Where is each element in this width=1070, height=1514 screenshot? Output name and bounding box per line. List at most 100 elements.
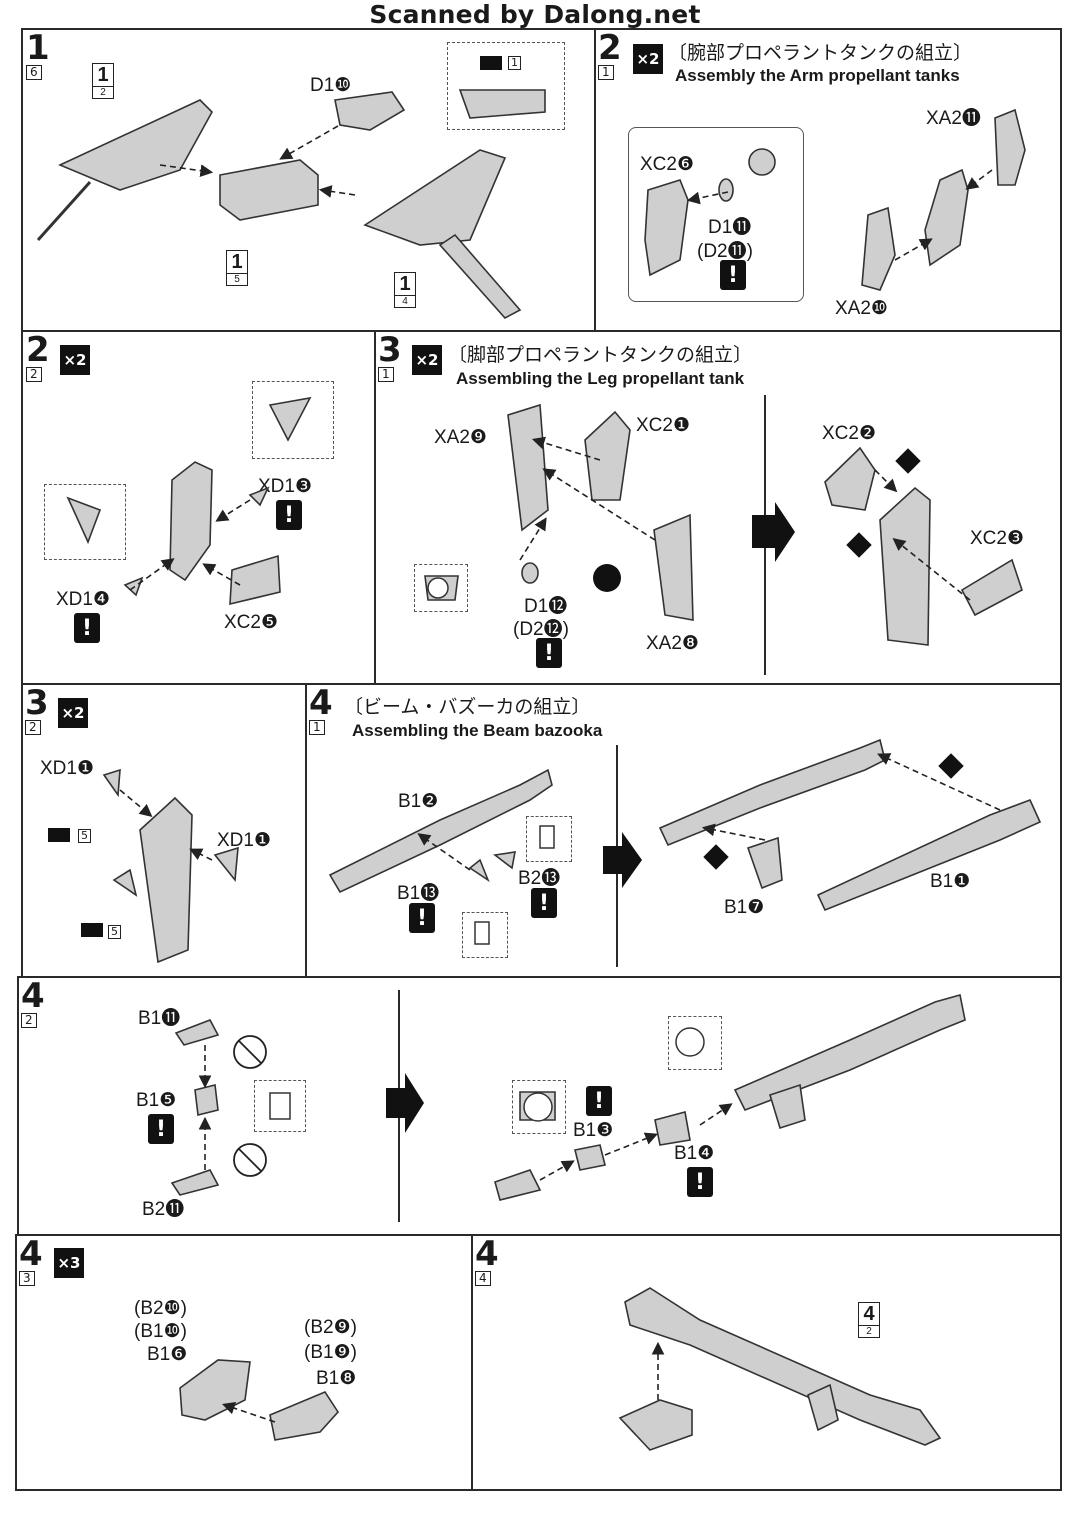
- detail-inset-2-2b: [44, 484, 126, 560]
- leg-tank-xa2-8: [653, 513, 694, 621]
- leg-tank-xc2-3: [960, 558, 1023, 617]
- detail-inset-4-2b: [512, 1080, 566, 1134]
- sequence-marker-2: [938, 753, 964, 779]
- warning-icon: !: [531, 888, 557, 918]
- arm-tank-assembled: [924, 168, 969, 267]
- leg-fin-step-3-2: [139, 796, 193, 964]
- warning-icon: !: [720, 260, 746, 290]
- ref-tag-5b: 5: [108, 925, 121, 939]
- part-label-b1-2: B1❷: [398, 791, 439, 812]
- step-title-en: Assembling the Beam bazooka: [352, 721, 603, 740]
- multiplier-badge: ×3: [54, 1248, 84, 1278]
- scan-credit: Scanned by Dalong.net: [369, 0, 701, 29]
- detail-inset-2-1: [628, 127, 804, 302]
- next-arrow-icon: [603, 832, 642, 888]
- multiplier-badge: ×2: [412, 345, 442, 375]
- wing-left-part: [58, 99, 213, 191]
- multiplier-badge: ×2: [60, 345, 90, 375]
- bazooka-assembled-step-4-2: [733, 993, 966, 1112]
- part-label-d2-11: (D2⓫): [697, 241, 753, 262]
- part-label-d1-12: D1⓬: [524, 596, 568, 617]
- part-label-xc2-6: XC2❻: [640, 154, 694, 175]
- part-label-b1-1: B1❶: [930, 871, 971, 892]
- leg-tank-xa2-9: [507, 403, 549, 532]
- sequence-marker-1: [703, 844, 729, 870]
- part-label-b1-3: B1❸: [573, 1120, 614, 1141]
- multiplier-badge: ×2: [58, 698, 88, 728]
- part-label-xc2-2: XC2❷: [822, 423, 876, 444]
- part-label-xd1-1a: XD1❶: [40, 758, 94, 779]
- step-title-en: Assembling the Leg propellant tank: [456, 369, 745, 388]
- part-label-d1-11: D1⓫: [708, 217, 752, 238]
- part-label-b2-13: B2⓭: [518, 868, 561, 889]
- leg-fin-main: [169, 461, 213, 582]
- part-label-b1-13: B1⓭: [397, 883, 440, 904]
- warning-icon: !: [276, 500, 302, 530]
- grip-part-b1-7: [746, 836, 783, 890]
- part-label-xa2-10: XA2❿: [835, 298, 888, 319]
- part-label-xd1-4: XD1❹: [56, 589, 110, 610]
- next-arrow-icon: [752, 502, 795, 562]
- inset-ref-1: 1: [508, 56, 521, 70]
- step-title-jp: 〔脚部プロペラントタンクの組立〕: [448, 344, 753, 366]
- step-title-jp: 〔ビーム・バズーカの組立〕: [344, 696, 591, 718]
- warning-icon: !: [586, 1086, 612, 1116]
- warning-icon: !: [687, 1167, 713, 1197]
- part-label-xa2-11: XA2⓫: [926, 108, 981, 129]
- sequence-marker-1: [895, 448, 921, 474]
- part-label-b1-8: B1❽: [316, 1368, 357, 1389]
- next-arrow-icon: [386, 1073, 424, 1133]
- wing-right-part: [363, 149, 507, 246]
- warning-icon: !: [148, 1114, 174, 1144]
- detail-inset-1: [447, 42, 565, 130]
- leg-tank-xc2-2: [824, 446, 876, 511]
- part-label-xc2-3: XC2❸: [970, 528, 1024, 549]
- detail-inset-4-1b: [462, 912, 508, 958]
- small-part-xc2-5: [229, 554, 281, 606]
- detail-inset-3-1: [414, 564, 468, 612]
- detail-inset-4-2c: [668, 1016, 722, 1070]
- part-label-b1-4: B1❹: [674, 1143, 715, 1164]
- ref-tag-5a: 5: [78, 829, 91, 843]
- part-label-xa2-8: XA2❽: [646, 633, 699, 654]
- part-label-xc2-5: XC2❺: [224, 612, 278, 633]
- part-label-d1-10: D1❿: [310, 75, 352, 96]
- detail-inset-4-2a: [254, 1080, 306, 1132]
- part-label-b2-11: B2⓫: [142, 1199, 185, 1220]
- arm-tank-outer-a: [994, 108, 1026, 186]
- leg-tank-assembled: [879, 486, 931, 646]
- sight-part-b1-6: [179, 1359, 251, 1421]
- part-label-b1-9: (B1❾): [304, 1342, 357, 1363]
- warning-icon: !: [536, 638, 562, 668]
- bazooka-barrel-b1-1: [816, 798, 1042, 912]
- prohibited-icon: [233, 1035, 267, 1069]
- part-label-d2-12: (D2⓬): [513, 619, 569, 640]
- sequence-marker-2: [846, 532, 872, 558]
- leg-tank-xc2-1: [584, 410, 631, 501]
- part-label-b2-10: (B2❿): [134, 1298, 187, 1319]
- sight-final: [618, 1399, 693, 1451]
- panel-step-3-1: [374, 330, 1062, 685]
- sight-part-b1-8: [269, 1391, 340, 1441]
- warning-icon: !: [409, 903, 435, 933]
- warning-icon: !: [74, 613, 100, 643]
- part-label-xa2-9: XA2❾: [434, 427, 487, 448]
- step-title-en: Assembly the Arm propellant tanks: [675, 66, 960, 85]
- part-label-xd1-1b: XD1❶: [217, 830, 271, 851]
- part-label-b1-10: (B1❿): [134, 1321, 187, 1342]
- bazooka-half-assembled: [658, 738, 886, 847]
- part-label-xd1-3: XD1❸: [258, 476, 312, 497]
- part-label-b1-11: B1⓫: [138, 1008, 181, 1029]
- detail-inset-4-1a: [526, 816, 572, 862]
- part-label-b2-9: (B2❾): [304, 1317, 357, 1338]
- detail-inset-2-2a: [252, 381, 334, 459]
- connector-block: [219, 159, 319, 221]
- prohibited-icon: [233, 1143, 267, 1177]
- cap-part-d1-10: [334, 91, 406, 131]
- step-title-jp: 〔腕部プロペラントタンクの組立〕: [668, 42, 973, 64]
